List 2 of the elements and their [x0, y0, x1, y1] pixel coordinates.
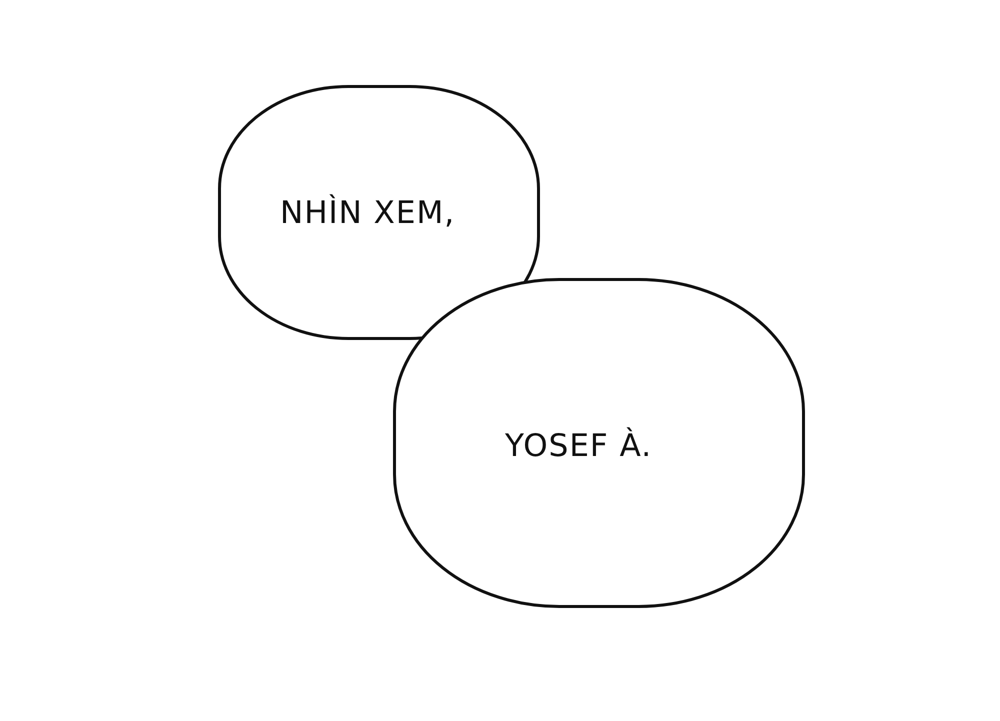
dialogue-text: NHÌN XEM,	[280, 195, 456, 231]
dialogue-text: YOSEF À.	[505, 428, 652, 464]
